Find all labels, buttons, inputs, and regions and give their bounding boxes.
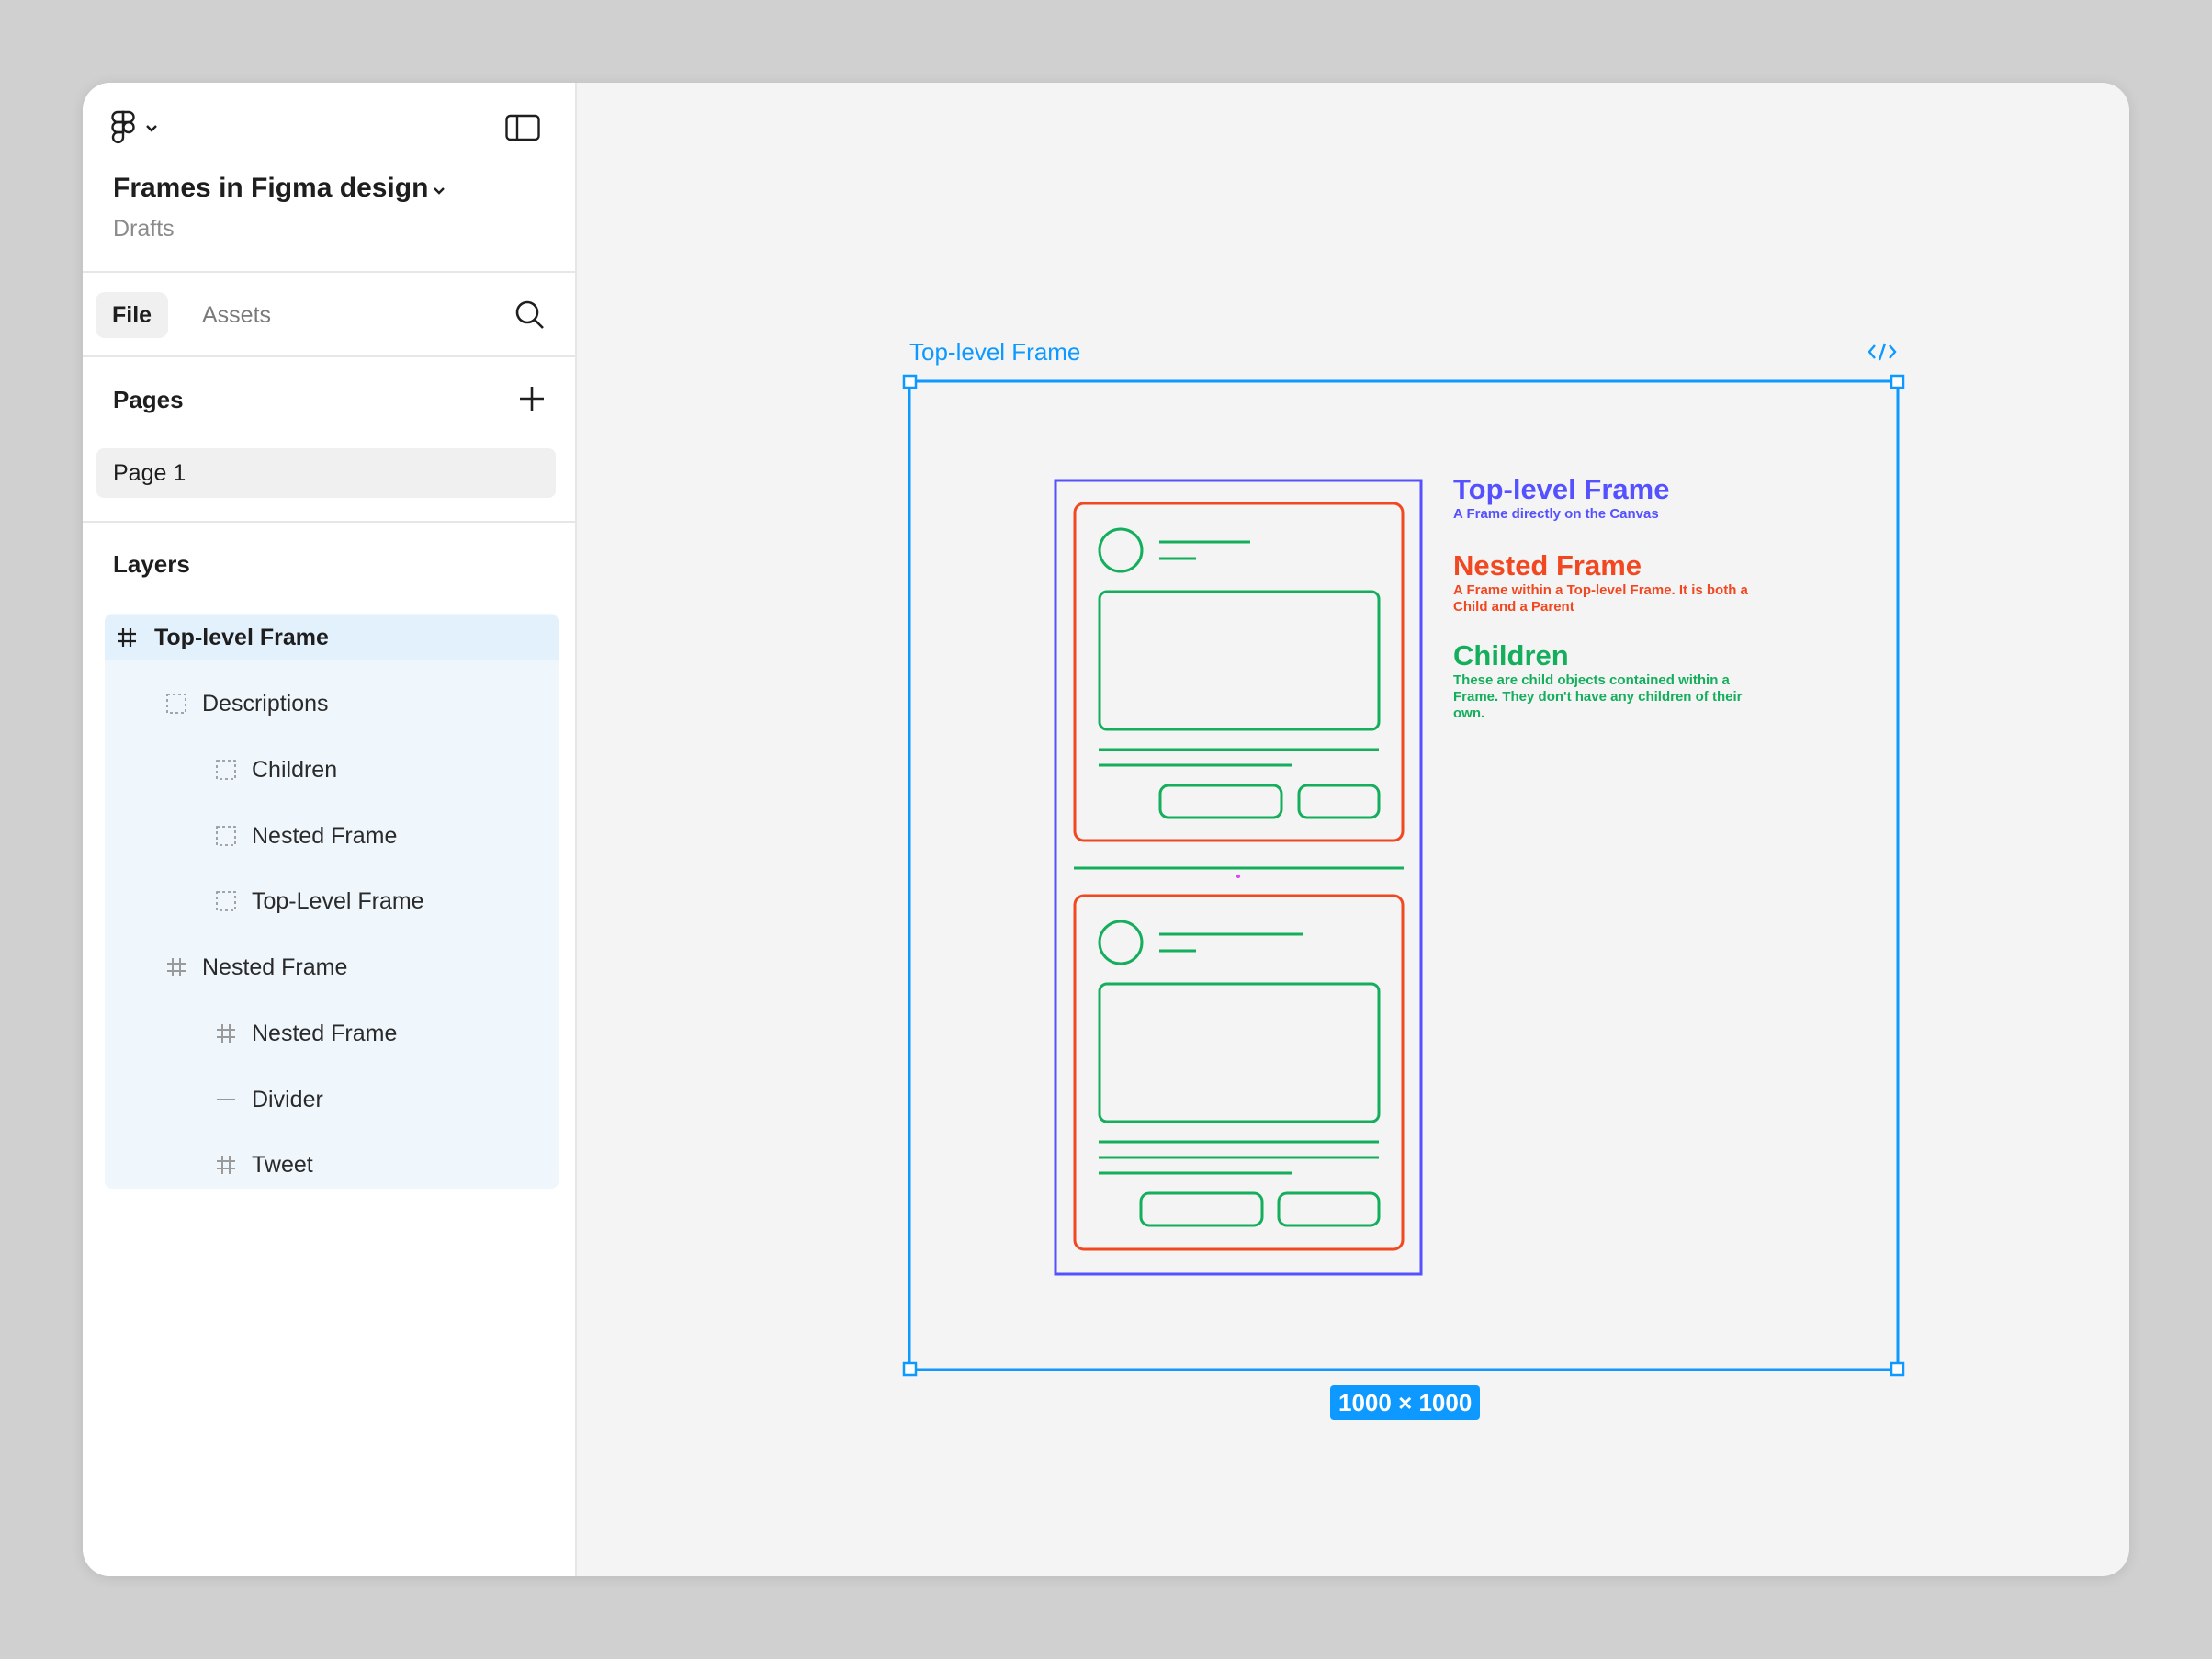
description-subtitle: A Frame within a Top-level Frame. It is … <box>1453 582 1748 615</box>
dev-mode-button[interactable] <box>1867 340 1898 364</box>
description-title: Nested Frame <box>1453 549 1642 581</box>
layer-row[interactable]: Top-level Frame <box>105 615 559 660</box>
group-icon <box>216 760 236 780</box>
add-page-button[interactable] <box>518 385 547 414</box>
description-children: Children These are child objects contain… <box>1453 639 1766 722</box>
layer-label: Children <box>252 757 338 783</box>
image-placeholder <box>1098 982 1381 1123</box>
group-icon <box>216 826 236 846</box>
description-subtitle: These are child objects contained within… <box>1453 672 1743 721</box>
tab-file[interactable]: File <box>96 292 169 338</box>
description-nested: Nested Frame A Frame within a Top-level … <box>1453 549 1766 615</box>
layer-row[interactable]: Top-Level Frame <box>105 878 559 924</box>
description-title: Top-level Frame <box>1453 473 1670 505</box>
layer-row[interactable]: Tweet <box>105 1142 559 1188</box>
project-location: Drafts <box>113 216 175 242</box>
resize-handle <box>902 1361 918 1377</box>
layer-label: Top-Level Frame <box>252 888 424 914</box>
description-subtitle: A Frame directly on the Canvas <box>1453 506 1659 522</box>
tab-assets[interactable]: Assets <box>202 302 272 328</box>
top-level-frame-outline <box>1054 479 1423 1276</box>
button-shape <box>1158 784 1283 819</box>
frame-artwork <box>902 374 1905 1377</box>
layers-selection-highlight <box>105 614 559 1189</box>
button-shape <box>1297 784 1381 819</box>
search-icon <box>515 300 544 329</box>
frame-icon <box>217 1024 235 1043</box>
avatar-shape <box>1098 920 1144 965</box>
page-item[interactable]: Page 1 <box>96 448 556 498</box>
selection-box <box>908 379 1900 1371</box>
divider <box>83 271 575 273</box>
chevron-down-icon <box>434 187 445 195</box>
layer-row[interactable]: Nested Frame <box>105 1010 559 1056</box>
layer-row[interactable]: Descriptions <box>105 681 559 727</box>
avatar-shape <box>1098 527 1144 573</box>
dimensions-badge: 1000 × 1000 <box>1330 1385 1481 1420</box>
search-button[interactable] <box>514 299 547 333</box>
pages-title: Pages <box>113 386 184 413</box>
line-icon <box>217 1099 235 1100</box>
divider <box>83 521 575 523</box>
toggle-sidebar-button[interactable] <box>505 114 542 145</box>
description-title: Children <box>1453 639 1569 672</box>
app-window: Frames in Figma design Drafts File Asset… <box>83 83 2129 1576</box>
button-shape <box>1277 1191 1381 1227</box>
image-placeholder <box>1098 590 1381 731</box>
nested-frame-outline <box>1073 502 1405 842</box>
nested-frame-outline <box>1073 894 1405 1251</box>
resize-handle <box>1890 374 1905 389</box>
figma-logo-icon <box>111 110 135 144</box>
plus-icon <box>520 387 544 411</box>
layer-row[interactable]: Divider <box>105 1077 559 1123</box>
code-icon <box>1868 343 1897 361</box>
layer-label: Tweet <box>252 1152 313 1178</box>
layer-label: Nested Frame <box>252 823 398 849</box>
frame-name-label[interactable]: Top-level Frame <box>909 338 1081 366</box>
resize-handle <box>902 374 918 389</box>
layer-label: Top-level Frame <box>154 625 329 650</box>
frame-icon <box>167 958 186 976</box>
project-title: Frames in Figma design <box>113 173 429 203</box>
layer-row[interactable]: Nested Frame <box>105 944 559 990</box>
sidebar-toggle-icon <box>505 114 540 141</box>
canvas[interactable]: Top-level Frame Top-level Frame A Frame … <box>577 83 2129 1576</box>
layer-label: Nested Frame <box>252 1021 398 1046</box>
frame-icon <box>217 1156 235 1174</box>
group-icon <box>216 891 236 911</box>
page-item-label: Page 1 <box>113 460 186 486</box>
left-sidebar: Frames in Figma design Drafts File Asset… <box>83 83 577 1576</box>
resize-handle <box>1890 1361 1905 1377</box>
group-icon <box>166 694 186 714</box>
divider <box>83 356 575 357</box>
button-shape <box>1139 1191 1264 1227</box>
layer-label: Divider <box>252 1087 323 1112</box>
layer-label: Nested Frame <box>202 954 348 980</box>
description-top-level: Top-level Frame A Frame directly on the … <box>1453 473 1766 523</box>
layers-title: Layers <box>113 550 190 578</box>
layer-row[interactable]: Nested Frame <box>105 813 559 859</box>
layer-row[interactable]: Children <box>105 747 559 793</box>
layer-label: Descriptions <box>202 691 329 717</box>
project-title-button[interactable]: Frames in Figma design <box>113 173 462 211</box>
frame-icon <box>118 628 136 647</box>
chevron-down-icon <box>146 125 157 132</box>
main-menu-button[interactable] <box>110 108 165 149</box>
